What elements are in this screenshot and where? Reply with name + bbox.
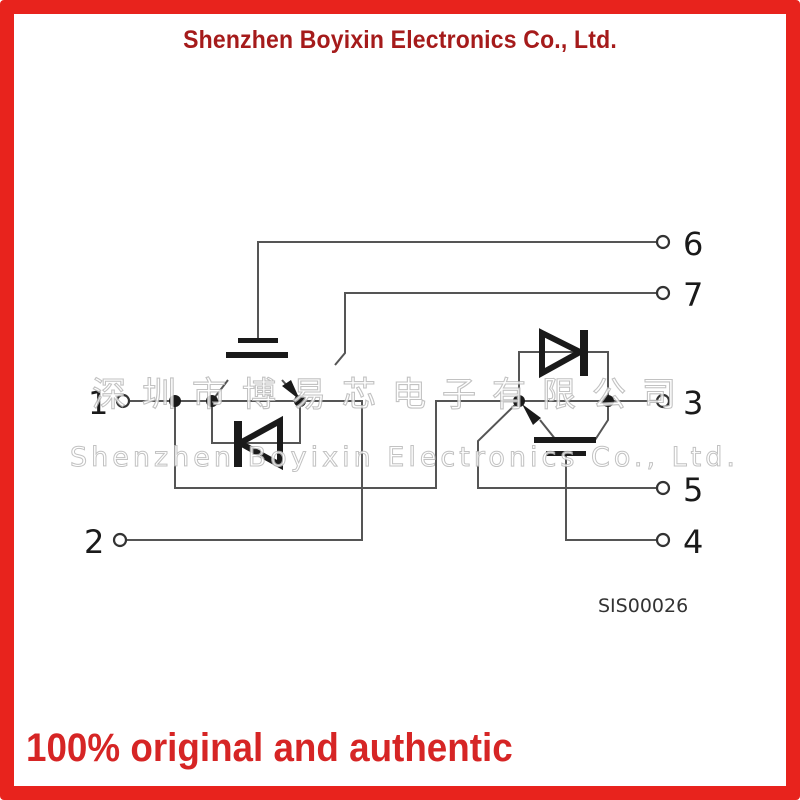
pin2-terminal: [112, 532, 128, 548]
pin-label-7: 7: [683, 276, 703, 314]
wire-pin5: [477, 400, 658, 489]
pin-label-3: 3: [683, 384, 703, 422]
pin-label-5: 5: [683, 471, 703, 509]
pin4-terminal: [655, 532, 671, 548]
pin-label-4: 4: [683, 523, 703, 561]
pin-terminals: [112, 234, 671, 548]
wire-left-outer-loop: [174, 400, 458, 489]
wire-gate-pin6: [257, 241, 658, 340]
pin-label-6: 6: [683, 225, 703, 263]
pin5-terminal: [655, 480, 671, 496]
wire-pin2: [125, 400, 363, 541]
header-title: Shenzhen Boyixin Electronics Co., Ltd.: [183, 26, 617, 54]
left-igbt-symbol: [226, 338, 300, 400]
right-diode-symbol: [539, 328, 588, 379]
right-igbt-symbol: [522, 404, 596, 456]
pin3-terminal: [655, 393, 671, 409]
left-diode-symbol: [233, 415, 283, 471]
watermark-chinese: 深圳市博易芯电子有限公司: [92, 375, 692, 415]
wire-pin7: [334, 292, 658, 366]
wire-pin4: [565, 452, 658, 541]
image-canvas: 1 2 3 4 5 6 7 SIS00026 深圳市博易芯电子有限公司 Shen…: [14, 14, 786, 786]
footer-slogan: 100% original and authentic: [26, 726, 513, 770]
pin1-terminal: [115, 393, 131, 409]
watermark-english: Shenzhen Boyixin Electronics Co., Ltd.: [70, 442, 739, 473]
wire-right-diode-loop: [518, 351, 609, 401]
wire-right-collector: [594, 401, 609, 441]
pin6-terminal: [655, 234, 671, 250]
diagram-reference-code: SIS00026: [598, 595, 688, 617]
pin-label-2: 2: [84, 523, 104, 561]
wire-left-diode-loop: [211, 401, 301, 444]
wire-right-emitter: [539, 419, 557, 441]
junction-dots: [169, 395, 614, 407]
pin7-terminal: [655, 285, 671, 301]
pin-label-1: 1: [88, 384, 108, 422]
